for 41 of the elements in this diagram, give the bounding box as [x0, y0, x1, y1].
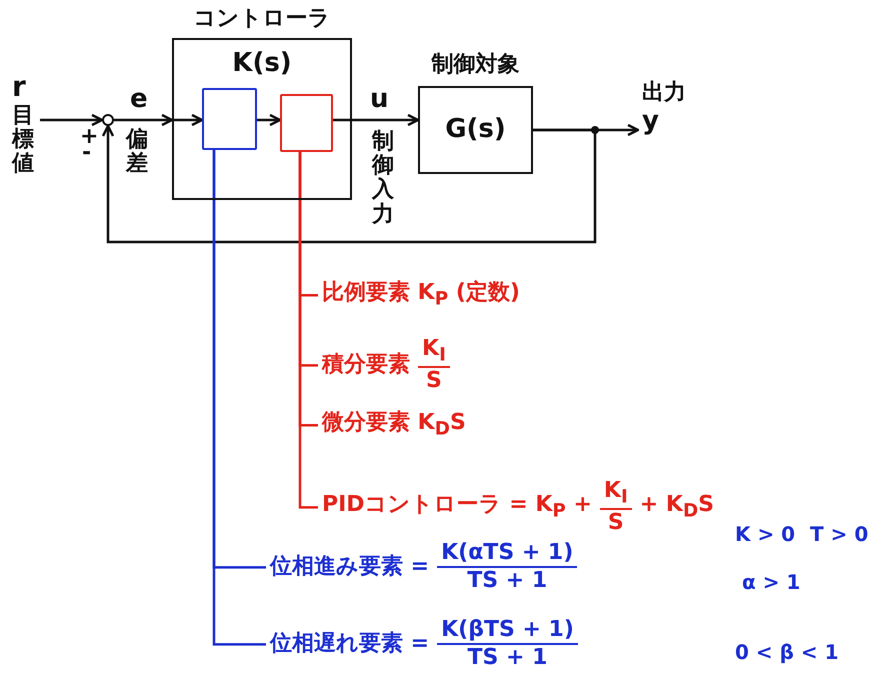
condition-text: α > 1	[742, 570, 800, 594]
sign-text: +	[80, 124, 98, 149]
fraction-numerator: K(βTS + 1)	[437, 617, 578, 646]
arrow	[40, 114, 104, 126]
formula-text: + K$_{D}$S	[640, 492, 714, 523]
summing-junction	[102, 114, 114, 126]
fraction-denominator: TS + 1	[467, 568, 548, 595]
arrow	[114, 114, 174, 126]
fraction-denominator: TS + 1	[468, 645, 548, 672]
transfer-function-text: K(s)	[231, 48, 293, 80]
signal-text: r	[12, 70, 27, 104]
fraction-numerator: K$_{I}$	[600, 478, 632, 510]
error-text: 偏差	[126, 128, 148, 176]
signal-text: 出力	[642, 80, 686, 106]
formula-text: PIDコントローラ = K$_{P}$ +	[322, 492, 592, 523]
controller-element-box	[202, 88, 257, 150]
fraction-numerator: K(αTS + 1)	[437, 540, 578, 568]
fraction-numerator: K$_{I}$	[418, 336, 450, 368]
formula-text: 積分要素	[322, 352, 410, 379]
condition-text: 0 < β < 1	[735, 640, 839, 664]
block-title: コントローラ	[192, 6, 332, 32]
leader-line	[298, 152, 318, 509]
arrow	[172, 114, 204, 126]
control-input-text: 制御入力	[372, 130, 394, 227]
controller-element-box	[280, 94, 333, 152]
arrow	[102, 124, 596, 244]
arrow	[257, 114, 282, 126]
condition-text: T > 0	[810, 522, 868, 546]
signal-name-text: 目標値	[12, 104, 34, 176]
formula-text: 微分要素 K$_{D}$S	[322, 410, 466, 440]
signal-name-text: y	[642, 106, 660, 138]
formula-text: 位相進み要素 =	[270, 554, 430, 581]
leader-line	[212, 150, 266, 646]
formula-text: 位相遅れ要素 =	[270, 631, 430, 658]
fraction-denominator: S	[608, 510, 624, 537]
fraction-denominator: S	[426, 368, 442, 395]
formula-text: 比例要素 K$_{P}$ (定数)	[322, 280, 520, 310]
transfer-function-text: G(s)	[444, 114, 507, 146]
arrow	[333, 114, 420, 126]
block-title: 制御対象	[430, 52, 520, 78]
condition-text: K > 0	[735, 522, 796, 546]
